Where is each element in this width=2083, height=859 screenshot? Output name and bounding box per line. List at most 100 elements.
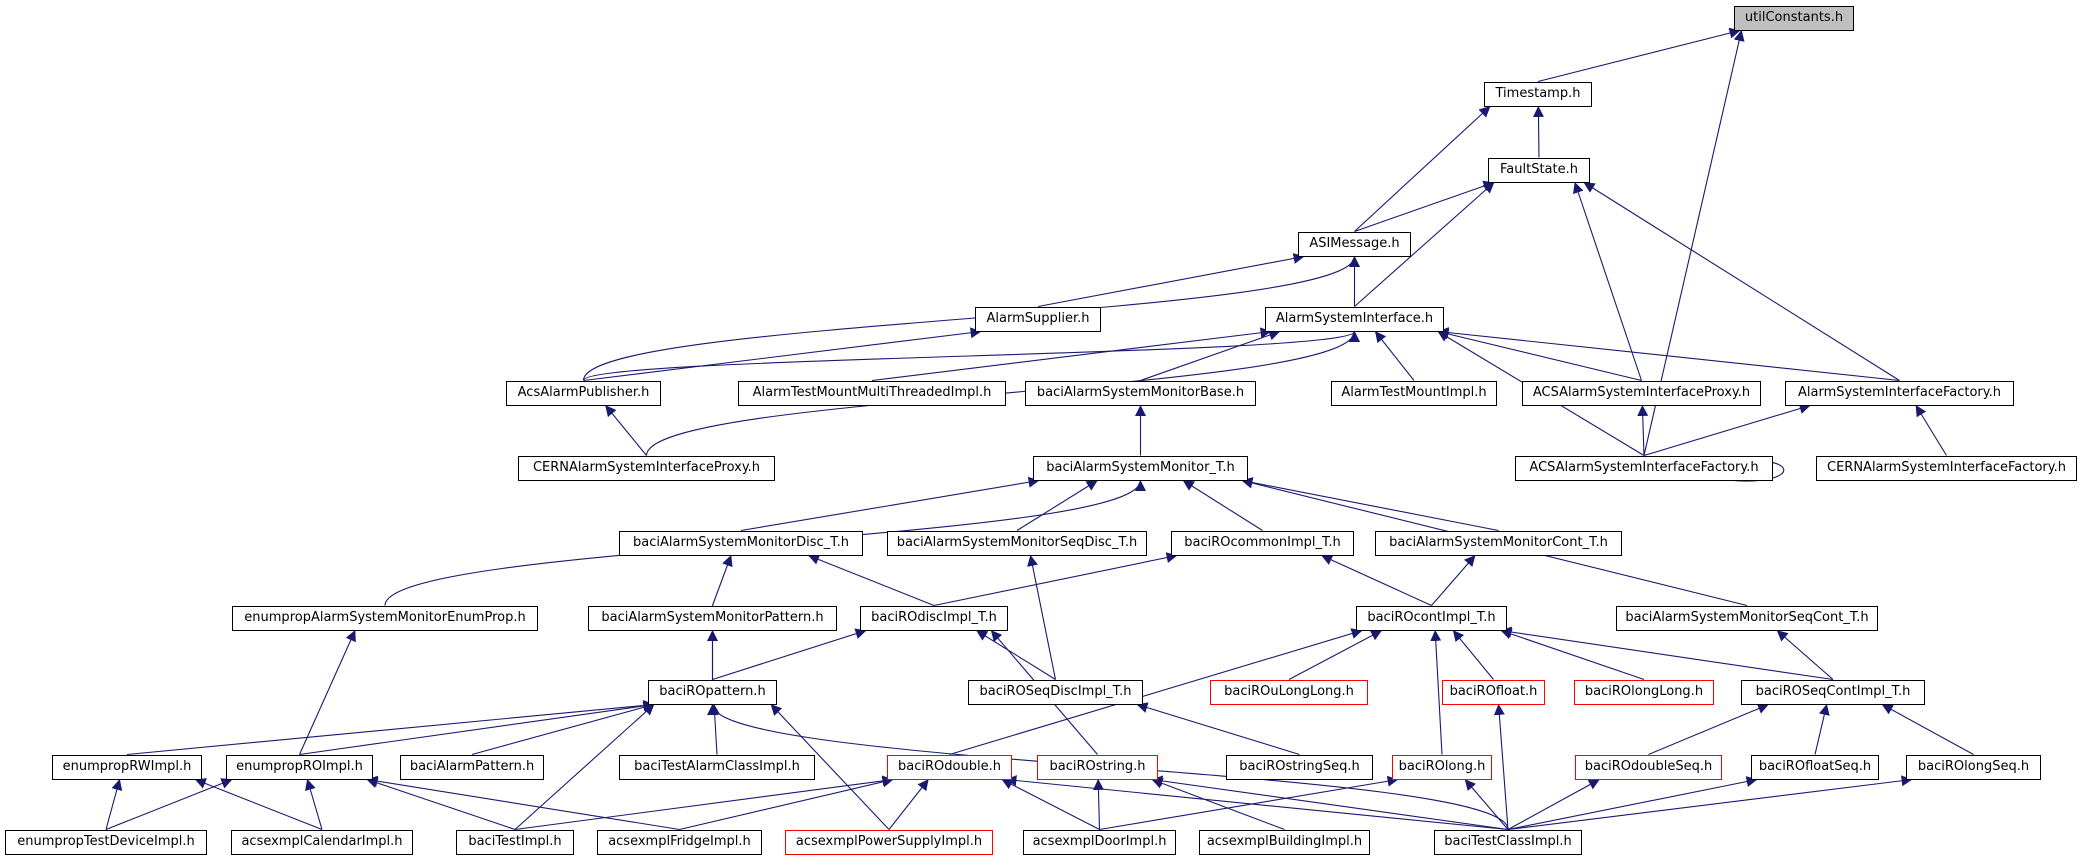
edge-acsexmplCalendarImpl-to-enumpropROImpl: [305, 778, 323, 830]
edge-enumpropTestDeviceImpl-to-enumpropROImpl: [105, 778, 233, 831]
node-ACSAlarmSystemInterfaceFactory[interactable]: ACSAlarmSystemInterfaceFactory.h: [1515, 455, 1773, 481]
node-acsexmplPowerSupplyImpl[interactable]: acsexmplPowerSupplyImpl.h: [785, 829, 993, 855]
node-baciROlongSeq[interactable]: baciROlongSeq.h: [1906, 754, 2041, 780]
node-acsexmplBuildingImpl[interactable]: acsexmplBuildingImpl.h: [1199, 829, 1370, 855]
node-acsexmplFridgeImpl[interactable]: acsexmplFridgeImpl.h: [597, 829, 762, 855]
node-baciROSeqContImpl_T[interactable]: baciROSeqContImpl_T.h: [1741, 679, 1925, 705]
edge-baciROfloat-to-baciROcontImpl_T: [1452, 630, 1494, 680]
edge-baciROSeqContImpl_T-to-baciAlarmSystemMonitorSeqCont_T: [1776, 630, 1834, 680]
node-baciROdouble[interactable]: baciROdouble.h: [887, 754, 1012, 780]
edge-baciTestClassImpl-to-baciROlong: [1464, 779, 1509, 830]
edge-acsexmplDoorImpl-to-baciROlong: [1099, 775, 1399, 831]
edge-AlarmTestMountImpl-to-AlarmSystemInterface: [1374, 331, 1415, 381]
edge-baciROlongLong-to-baciROcontImpl_T: [1500, 628, 1645, 681]
edge-AcsAlarmPublisher-to-AlarmSystemInterface: [582, 330, 1360, 381]
node-enumpropTestDeviceImpl[interactable]: enumpropTestDeviceImpl.h: [5, 829, 207, 855]
node-AlarmSupplier[interactable]: AlarmSupplier.h: [975, 306, 1101, 332]
node-AlarmSystemInterface[interactable]: AlarmSystemInterface.h: [1265, 306, 1444, 332]
node-ACSAlarmSystemInterfaceProxy[interactable]: ACSAlarmSystemInterfaceProxy.h: [1522, 380, 1761, 406]
node-FaultState[interactable]: FaultState.h: [1488, 157, 1590, 183]
edge-baciROSeqDiscImpl_T-to-baciROdiscImpl_T: [976, 630, 1056, 680]
edge-baciROcontImpl_T-to-baciROcommonImpl_T: [1321, 554, 1432, 607]
node-baciROpattern[interactable]: baciROpattern.h: [648, 679, 777, 705]
edge-AcsAlarmPublisher-to-ASIMessage: [582, 255, 1360, 381]
edge-baciAlarmSystemMonitorCont_T-to-baciAlarmSystemMonitor_T: [1241, 477, 1499, 532]
edge-baciTestClassImpl-to-baciROdoubleSeq: [1507, 779, 1600, 830]
node-CERNAlarmSystemInterfaceProxy[interactable]: CERNAlarmSystemInterfaceProxy.h: [518, 455, 775, 481]
edge-enumpropTestDeviceImpl-to-enumpropRWImpl: [105, 778, 123, 830]
edge-baciROcontImpl_T-to-baciAlarmSystemMonitorCont_T: [1431, 555, 1476, 606]
edge-baciTestImpl-to-baciROpattern: [514, 704, 655, 830]
node-baciROfloat[interactable]: baciROfloat.h: [1442, 679, 1545, 705]
edge-baciAlarmSystemMonitorSeqDisc_T-to-baciAlarmSystemMonitor_T: [1016, 480, 1098, 531]
edge-ACSAlarmSystemInterfaceProxy-to-AlarmSystemInterface: [1437, 328, 1642, 382]
node-enumpropAlarmSystemMonitorEnumProp[interactable]: enumpropAlarmSystemMonitorEnumProp.h: [232, 605, 538, 631]
node-baciAlarmSystemMonitor_T[interactable]: baciAlarmSystemMonitor_T.h: [1033, 455, 1248, 481]
edge-acsexmplCalendarImpl-to-enumpropRWImpl: [194, 778, 323, 831]
node-baciROuLongLong[interactable]: baciROuLongLong.h: [1210, 679, 1368, 705]
edge-CERNAlarmSystemInterfaceFactory-to-AlarmSystemInterfaceFactory: [1915, 405, 1947, 456]
edge-baciROpattern-to-baciROdiscImpl_T: [712, 628, 867, 681]
edge-baciTestClassImpl-to-baciROstring: [1151, 775, 1509, 831]
node-baciTestClassImpl[interactable]: baciTestClassImpl.h: [1434, 829, 1582, 855]
node-ASIMessage[interactable]: ASIMessage.h: [1298, 231, 1411, 257]
node-baciROSeqDiscImpl_T[interactable]: baciROSeqDiscImpl_T.h: [968, 679, 1143, 705]
edge-baciAlarmSystemMonitorPattern-to-baciAlarmSystemMonitorDisc_T: [711, 554, 733, 606]
edge-ACSAlarmSystemInterfaceProxy-to-FaultState: [1572, 181, 1643, 381]
node-AlarmTestMountImpl[interactable]: AlarmTestMountImpl.h: [1331, 380, 1497, 406]
edge-baciROcommonImpl_T-to-baciAlarmSystemMonitor_T: [1182, 480, 1263, 531]
node-baciAlarmPattern[interactable]: baciAlarmPattern.h: [400, 754, 544, 780]
node-acsexmplCalendarImpl[interactable]: acsexmplCalendarImpl.h: [231, 829, 413, 855]
edge-ASIMessage-to-Timestamp: [1354, 106, 1491, 232]
node-baciROcommonImpl_T[interactable]: baciROcommonImpl_T.h: [1171, 530, 1354, 556]
edge-acsexmplFridgeImpl-to-enumpropROImpl: [366, 775, 680, 831]
edge-baciROSeqDiscImpl_T-to-baciAlarmSystemMonitorSeqDisc_T: [1027, 554, 1057, 680]
node-enumpropROImpl[interactable]: enumpropROImpl.h: [226, 754, 373, 780]
edge-acsexmplBuildingImpl-to-baciROstring: [1151, 778, 1285, 831]
node-baciROdoubleSeq[interactable]: baciROdoubleSeq.h: [1575, 754, 1722, 780]
edge-baciTestClassImpl-to-baciROfloat: [1493, 703, 1509, 830]
edge-ACSAlarmSystemInterfaceFactory-to-ACSAlarmSystemInterfaceProxy: [1637, 404, 1649, 456]
node-baciAlarmSystemMonitorSeqDisc_T[interactable]: baciAlarmSystemMonitorSeqDisc_T.h: [887, 530, 1147, 556]
node-baciAlarmSystemMonitorCont_T[interactable]: baciAlarmSystemMonitorCont_T.h: [1375, 530, 1622, 556]
node-utilConstants: utilConstants.h: [1734, 5, 1854, 31]
node-AcsAlarmPublisher[interactable]: AcsAlarmPublisher.h: [506, 380, 661, 406]
node-baciAlarmSystemMonitorPattern[interactable]: baciAlarmSystemMonitorPattern.h: [588, 605, 837, 631]
edge-baciROSeqContImpl_T-to-baciROcontImpl_T: [1500, 626, 1834, 681]
node-baciROcontImpl_T[interactable]: baciROcontImpl_T.h: [1356, 605, 1507, 631]
edge-acsexmplPowerSupplyImpl-to-baciROpattern: [770, 704, 890, 830]
edge-baciROstringSeq-to-baciROSeqDiscImpl_T: [1136, 702, 1300, 756]
node-AlarmTestMountMultiThreadedImpl[interactable]: AlarmTestMountMultiThreadedImpl.h: [738, 380, 1006, 406]
edge-AlarmTestMountMultiThreadedImpl-to-AlarmSystemInterface: [871, 327, 1272, 382]
node-Timestamp[interactable]: Timestamp.h: [1484, 81, 1592, 107]
node-baciTestImpl[interactable]: baciTestImpl.h: [456, 829, 574, 855]
edge-acsexmplDoorImpl-to-baciROdouble: [1001, 779, 1100, 830]
edge-baciROdoubleSeq-to-baciROSeqContImpl_T: [1648, 703, 1769, 756]
edge-CERNAlarmSystemInterfaceProxy-to-AcsAlarmPublisher: [605, 405, 647, 456]
edge-baciTestImpl-to-enumpropROImpl: [366, 777, 516, 831]
node-acsexmplDoorImpl[interactable]: acsexmplDoorImpl.h: [1023, 829, 1176, 855]
edge-ACSAlarmSystemInterfaceFactory-to-AlarmSystemInterfaceFactory: [1643, 403, 1811, 457]
node-baciAlarmSystemMonitorBase[interactable]: baciAlarmSystemMonitorBase.h: [1025, 380, 1256, 406]
edge-AlarmSystemInterfaceFactory-to-AlarmSystemInterface: [1437, 327, 1900, 382]
node-baciROdiscImpl_T[interactable]: baciROdiscImpl_T.h: [860, 605, 1008, 631]
node-enumpropRWImpl[interactable]: enumpropRWImpl.h: [52, 754, 202, 780]
node-baciROstring[interactable]: baciROstring.h: [1037, 754, 1158, 780]
node-baciAlarmSystemMonitorSeqCont_T[interactable]: baciAlarmSystemMonitorSeqCont_T.h: [1616, 605, 1878, 631]
node-baciROlongLong[interactable]: baciROlongLong.h: [1574, 679, 1714, 705]
edge-FaultState-to-Timestamp: [1532, 105, 1544, 158]
node-AlarmSystemInterfaceFactory[interactable]: AlarmSystemInterfaceFactory.h: [1785, 380, 2014, 406]
edge-enumpropROImpl-to-baciROpattern: [299, 700, 655, 756]
edge-AlarmSupplier-to-ASIMessage: [1037, 253, 1305, 308]
edge-baciROfloatSeq-to-baciROSeqContImpl_T: [1814, 703, 1830, 755]
node-CERNAlarmSystemInterfaceFactory[interactable]: CERNAlarmSystemInterfaceFactory.h: [1816, 455, 2077, 481]
node-baciROfloatSeq[interactable]: baciROfloatSeq.h: [1751, 754, 1879, 780]
node-baciROstringSeq[interactable]: baciROstringSeq.h: [1226, 754, 1373, 780]
node-baciTestAlarmClassImpl[interactable]: baciTestAlarmClassImpl.h: [619, 754, 815, 780]
edge-acsexmplPowerSupplyImpl-to-baciROdouble: [888, 779, 929, 830]
node-baciAlarmSystemMonitorDisc_T[interactable]: baciAlarmSystemMonitorDisc_T.h: [619, 530, 863, 556]
node-baciROlong[interactable]: baciROlong.h: [1392, 754, 1492, 780]
edge-baciAlarmSystemMonitorBase-to-AlarmSystemInterface: [1140, 329, 1281, 382]
